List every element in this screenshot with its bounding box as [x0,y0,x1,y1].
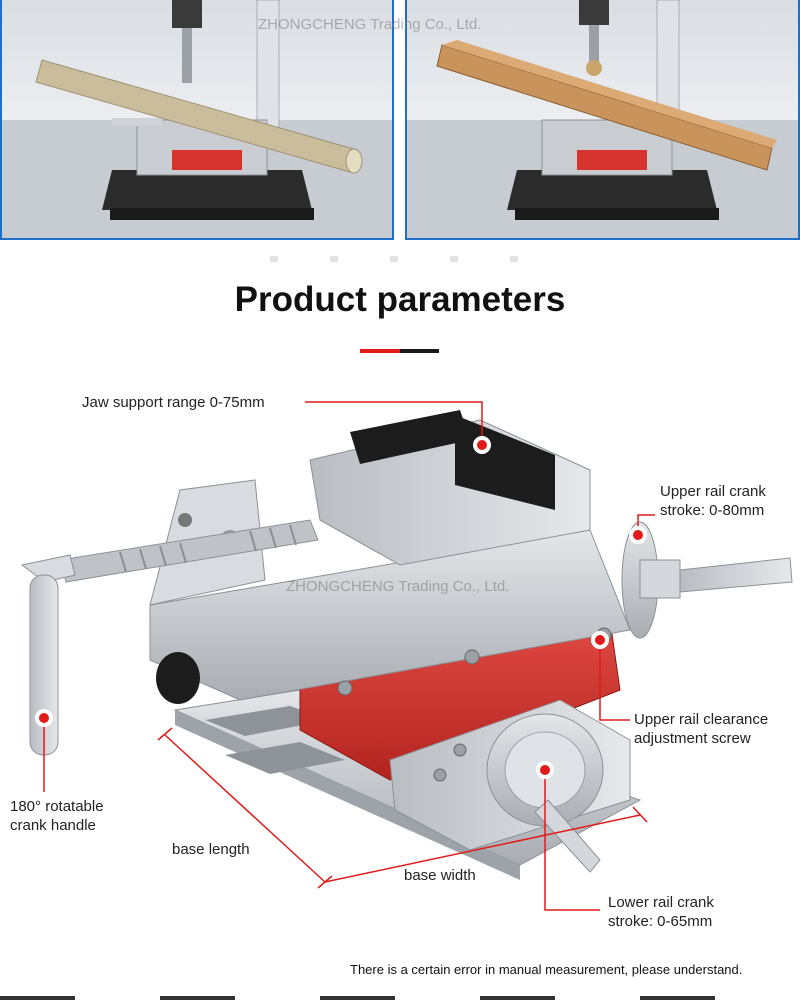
dimension-line-base-length [164,734,326,883]
measurement-disclaimer: There is a certain error in manual measu… [350,962,743,977]
red-dot-marker-icon [35,436,647,779]
label-jaw-support-range: Jaw support range 0-75mm [82,394,265,411]
label-upper-rail-crank: Upper rail crank stroke: 0-80mm [660,482,766,520]
label-clearance-line1: Upper rail clearance [634,711,769,728]
label-lower-rail-crank: Lower rail crank stroke: 0-65mm [608,893,714,931]
heading-underline-black [400,349,439,353]
label-lower-crank-line1: Lower rail crank [608,894,714,911]
label-rotatable-line2: crank handle [10,817,96,834]
section-heading: Product parameters [234,280,566,319]
label-upper-rail-crank-line1: Upper rail crank [660,483,766,500]
photo-panel-pipe [0,0,394,240]
cross-slide-vise-illustration [20,401,793,911]
label-base-length: base length [172,841,250,858]
heading-underline-red [360,349,400,353]
label-lower-crank-line2: stroke: 0-65mm [608,913,713,930]
label-clearance-line2: adjustment screw [634,730,751,747]
label-rotatable-line1: 180° rotatable [10,798,104,815]
label-rotatable-crank: 180° rotatable crank handle [10,797,104,835]
label-upper-rail-clearance: Upper rail clearance adjustment screw [634,710,768,748]
dimension-line-base-width [324,814,641,883]
label-base-width: base width [404,867,476,884]
callout-line-lower-crank [544,770,600,911]
watermark-middle: ZHONGCHENG Trading Co., Ltd. [286,578,510,595]
callout-line-jaw [305,401,483,445]
decorative-strip [270,256,540,262]
photo-panel-wood [405,0,800,240]
callout-line-clearance [599,640,630,721]
drill-press-pipe-illustration [2,0,392,238]
label-upper-rail-crank-line2: stroke: 0-80mm [660,502,765,519]
bottom-decorative-strip [0,996,800,1000]
drill-press-wood-illustration [407,0,798,238]
watermark-top: ZHONGCHENG Trading Co., Ltd. [258,16,482,33]
